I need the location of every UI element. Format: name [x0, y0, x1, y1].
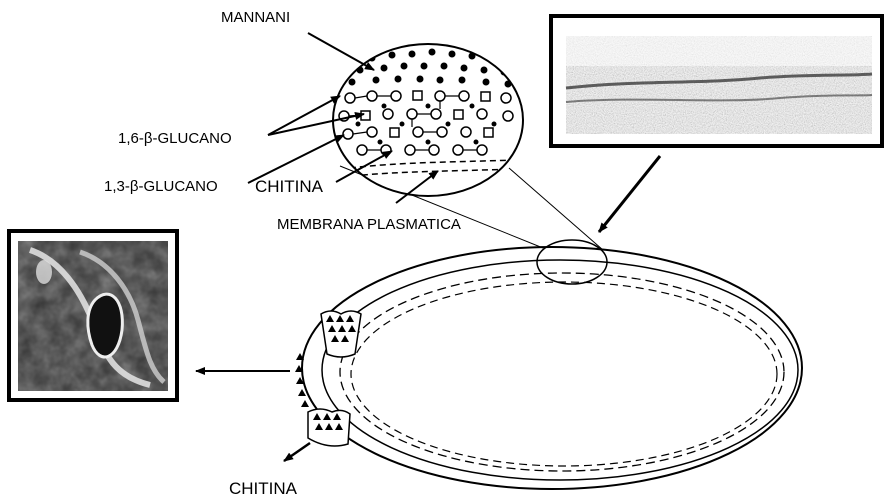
label-chitina-top: CHITINA	[255, 177, 324, 196]
label-glucano-13: 1,3-β-GLUCANO	[104, 178, 218, 195]
label-chitina-bottom: CHITINA	[229, 479, 298, 498]
label-mannani: MANNANI	[221, 9, 290, 26]
inset-pointer-arrow	[599, 156, 660, 232]
label-glucano-16: 1,6-β-GLUCANO	[118, 130, 232, 147]
bud-scar-upper	[321, 311, 361, 357]
yeast-cell	[302, 247, 802, 489]
label-membrana-plasmatica: MEMBRANA PLASMATICA	[277, 216, 461, 233]
micrograph-inset-top	[551, 16, 882, 146]
chitina-bottom-arrow	[284, 443, 310, 461]
bud-scar-lower	[308, 409, 350, 446]
micrograph-inset-left	[9, 231, 177, 400]
